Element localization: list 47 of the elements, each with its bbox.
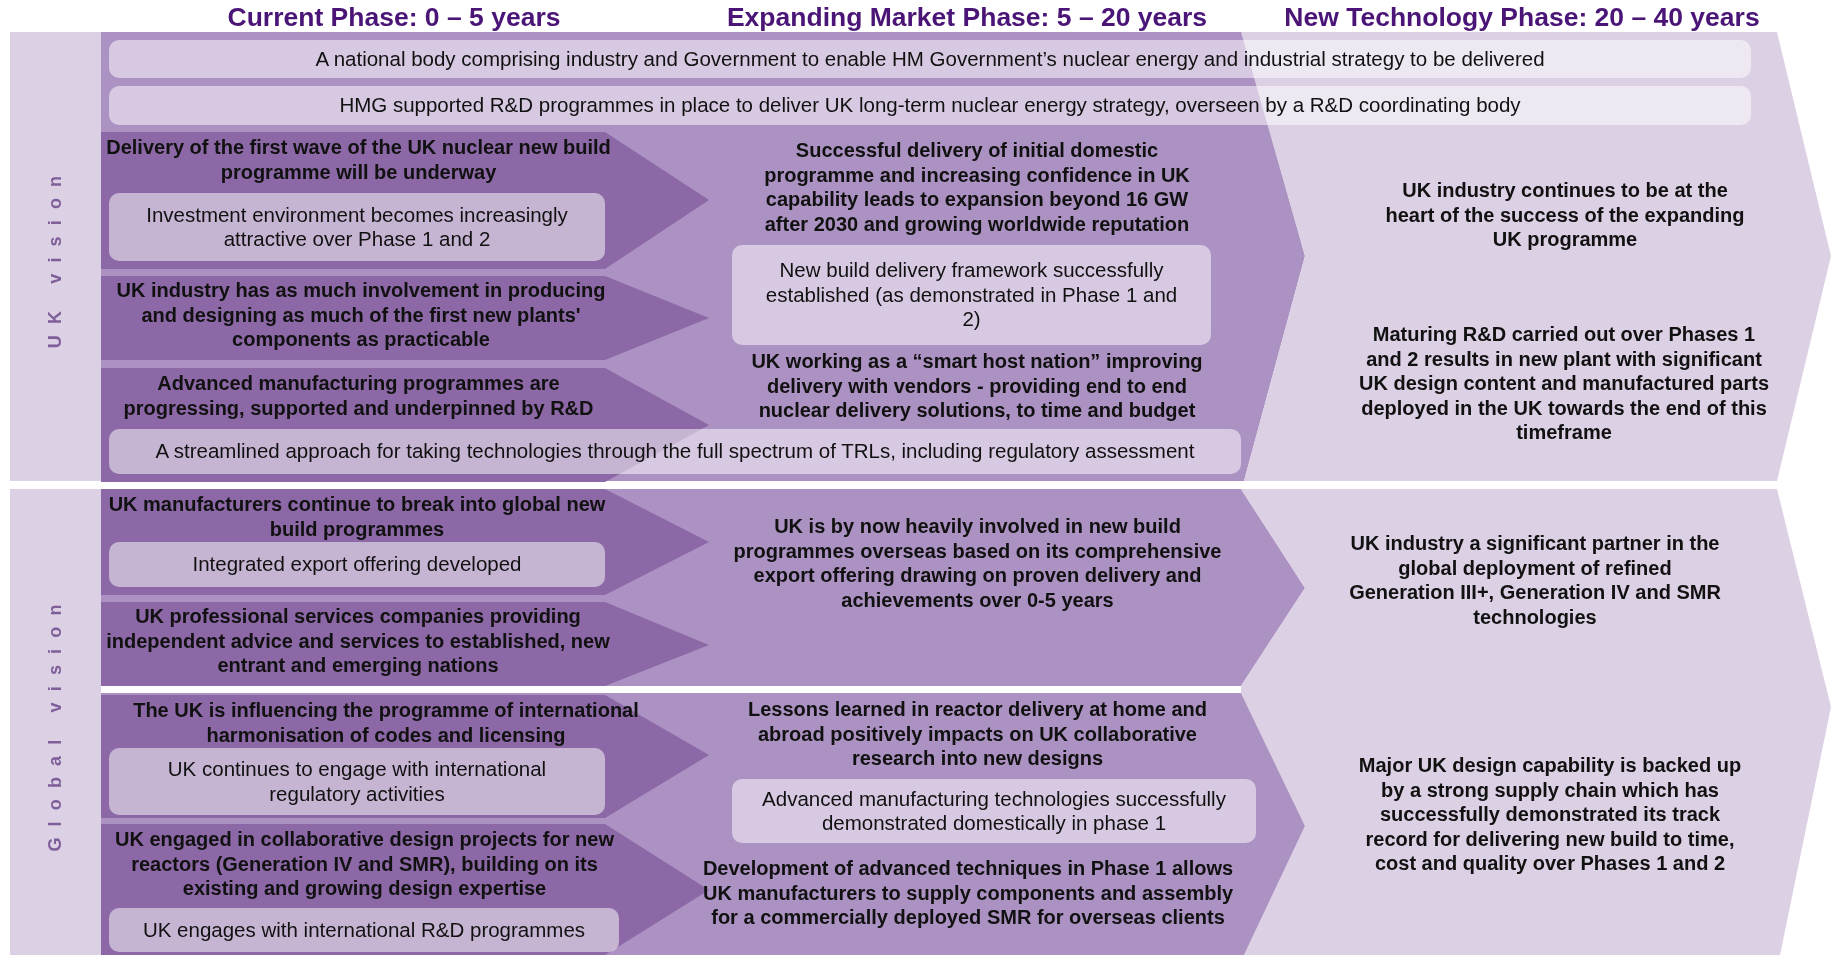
box-text: New build delivery framework successfully established (as demonstrated in Phase 1 and 2) (764, 258, 1179, 332)
text-box (109, 748, 605, 815)
text-box (109, 542, 605, 587)
text-box (109, 429, 1241, 474)
panel-text: UK manufacturers continue to break into global new build programmes (107, 492, 607, 541)
panel-text: Maturing R&D carried out over Phases 1 and 2 results in new plant with significant UK design content and manufactured parts deployed in the UK towards the end of this timeframe (1357, 322, 1771, 445)
chevron-panel (101, 489, 709, 595)
chevron-panel (101, 132, 709, 269)
phase-heading: Current Phase: 0 – 5 years (227, 2, 561, 33)
box-text: A streamlined approach for taking technologies through the full spectrum of TRLs, including regulatory assessment (155, 439, 1195, 464)
box-text: UK continues to engage with international regulatory activities (166, 757, 548, 806)
phase-heading: Expanding Market Phase: 5 – 20 years (726, 2, 1208, 33)
side-band (10, 32, 101, 481)
box-text: HMG supported R&D programmes in place to deliver UK long-term nuclear energy strategy, overseen by a R&D coordinating body (339, 93, 1521, 118)
chevron-panel (101, 693, 1305, 955)
chevron-panel (101, 489, 1305, 686)
panel-text: UK industry has as much involvement in producing and designing as much of the first new plants' components as practicable (115, 278, 607, 352)
panel-text: Major UK design capability is backed up by a strong supply chain which has successfully demonstrated its track record for delivering new build to time, cost and quality over Phases 1 and 2 (1357, 753, 1743, 876)
panel-text: UK professional services companies providing independent advice and services to established, new entrant and emerging nations (105, 604, 611, 678)
panel-text: UK engaged in collaborative design projects for new reactors (Generation IV and SMR), building on its existing and growing design expertise (114, 827, 615, 901)
panel-text: Successful delivery of initial domestic programme and increasing confidence in UK capability leads to expansion beyond 16 GW after 2030 and growing worldwide reputation (763, 138, 1191, 236)
chevron-panel (101, 602, 709, 686)
chevron-panel (101, 276, 709, 360)
panel-text: UK working as a “smart host nation” improving delivery with vendors - providing end to end nuclear delivery solutions, to time and budget (750, 349, 1204, 423)
text-box (109, 908, 619, 952)
chevron-panel (1241, 489, 1831, 955)
panel-text: Delivery of the first wave of the UK nuclear new build programme will be underway (106, 135, 611, 184)
text-box (732, 779, 1256, 843)
vertical-label: Global vision (45, 592, 66, 852)
text-box (732, 245, 1211, 345)
chevron-panel (101, 695, 709, 818)
panel-text: The UK is influencing the programme of international harmonisation of codes and licensing (132, 698, 640, 747)
panel-text: Lessons learned in reactor delivery at home and abroad positively impacts on UK collaborative research into new designs (746, 697, 1209, 771)
box-text: Integrated export offering developed (192, 552, 522, 577)
box-text: Investment environment becomes increasingly attractive over Phase 1 and 2 (145, 202, 569, 252)
box-text: A national body comprising industry and Government to enable HM Government’s nuclear energy and industrial strategy to be delivered (315, 46, 1545, 72)
phase-heading: New Technology Phase: 20 – 40 years (1284, 2, 1760, 33)
vertical-label: UK vision (45, 164, 66, 349)
box-text: Advanced manufacturing technologies successfully demonstrated domestically in phase 1 (761, 786, 1227, 836)
panel-text: Development of advanced techniques in Phase 1 allows UK manufacturers to supply components and assembly for a commercially deployed SMR for overseas clients (701, 856, 1235, 930)
panel-text: UK is by now heavily involved in new build programmes overseas based on its comprehensive export offering drawing on proven delivery and achievements over 0-5 years (732, 514, 1223, 612)
panel-text: UK industry continues to be at the heart of the success of the expanding UK programme (1384, 178, 1746, 252)
panel-text: UK industry a significant partner in the global deployment of refined Generation III+, Generation IV and SMR technologies (1348, 531, 1722, 629)
side-band (10, 489, 101, 955)
text-box (109, 193, 605, 261)
panel-text: Advanced manufacturing programmes are progressing, supported and underpinned by R&D (122, 371, 595, 420)
box-text: UK engages with international R&D programmes (142, 917, 586, 943)
